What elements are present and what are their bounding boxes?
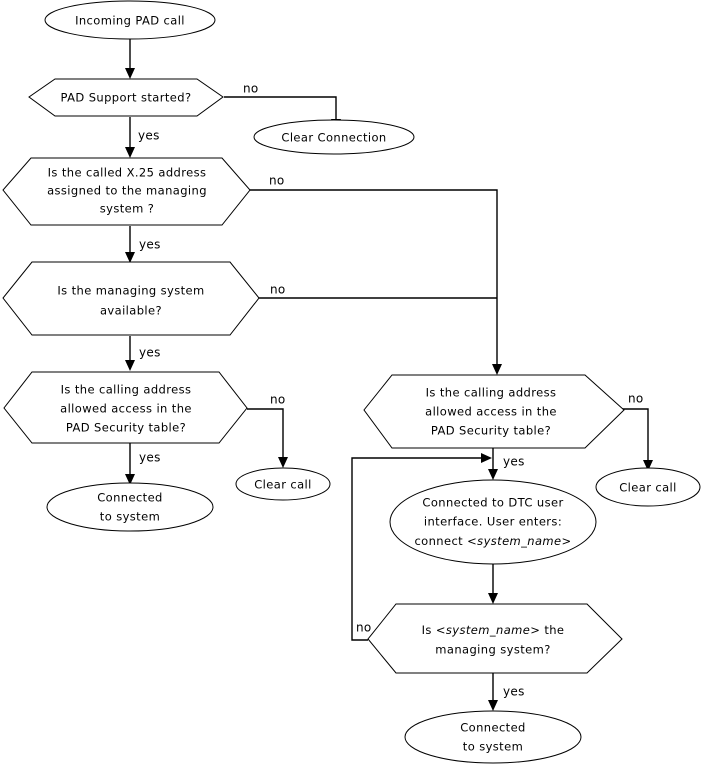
security-left-line-2: allowed access in the (60, 402, 192, 416)
called-address-line-3: system ? (100, 202, 155, 216)
connected-left-line-2: to system (100, 510, 160, 524)
edge-called-address-no (250, 189, 498, 368)
connected-dtc-line-2: interface. User enters: (424, 515, 562, 529)
label-called-address-yes: yes (139, 238, 161, 252)
pad-support-label: PAD Support started? (61, 91, 192, 105)
clear-connection-label: Clear Connection (281, 131, 386, 145)
connector-layer (125, 39, 653, 711)
called-address-hexagon (2, 157, 251, 226)
label-security-left-yes: yes (139, 451, 161, 465)
arrowhead-security-right (492, 364, 502, 375)
node-is-system-name-managing[interactable]: Is <system_name> the managing system? (367, 603, 623, 674)
arrowhead-connected-bottom (488, 700, 498, 711)
clear-call-right-label: Clear call (619, 481, 677, 495)
system-name-hexagon (367, 603, 623, 674)
label-called-address-no: no (269, 174, 285, 188)
security-right-line-3: PAD Security table? (431, 424, 551, 438)
node-managing-system-available[interactable]: Is the managing system available? (2, 261, 260, 336)
node-clear-call-left[interactable]: Clear call (235, 467, 331, 501)
label-pad-support-no: no (243, 82, 259, 96)
start-ellipse (44, 0, 216, 40)
connected-bottom-ellipse (404, 710, 582, 764)
node-connected-to-system-left[interactable]: Connected to system (46, 482, 214, 532)
connected-dtc-line-1: Connected to DTC user (422, 496, 563, 510)
arrowhead-security-left (125, 360, 135, 371)
arrowhead-pad-support (125, 68, 135, 79)
arrowhead-connected-dtc (488, 469, 498, 480)
edge-security-left-no (247, 408, 284, 461)
arrowhead-clear-call-right (643, 460, 653, 471)
node-security-table-right[interactable]: Is the calling address allowed access in… (363, 374, 625, 449)
edge-security-right-no (612, 408, 649, 464)
label-managing-available-yes: yes (139, 346, 161, 360)
connected-dtc-line-3: connect <system_name> (414, 534, 571, 548)
security-left-line-1: Is the calling address (61, 383, 192, 397)
label-managing-available-no: no (270, 283, 286, 297)
managing-available-line-2: available? (100, 304, 162, 318)
called-address-line-1: Is the called X.25 address (48, 166, 207, 180)
node-clear-call-right[interactable]: Clear call (595, 467, 701, 507)
connected-dtc-ellipse (389, 479, 597, 565)
security-left-line-3: PAD Security table? (66, 421, 186, 435)
security-right-hexagon (363, 374, 625, 449)
connected-bottom-line-1: Connected (460, 721, 526, 735)
node-start-incoming-call[interactable]: Incoming PAD call (44, 0, 216, 40)
label-security-left-no: no (270, 393, 286, 407)
pad-support-hexagon (28, 78, 224, 117)
managing-available-line-1: Is the managing system (57, 284, 204, 298)
node-called-address-assigned[interactable]: Is the called X.25 address assigned to t… (2, 157, 251, 226)
node-connected-to-system-bottom[interactable]: Connected to system (404, 710, 582, 764)
label-pad-support-yes: yes (138, 129, 160, 143)
node-connected-to-dtc[interactable]: Connected to DTC user interface. User en… (389, 479, 597, 565)
connected-left-line-1: Connected (97, 491, 163, 505)
start-label: Incoming PAD call (75, 14, 185, 28)
system-name-line-1: Is <system_name> the (422, 623, 565, 637)
arrowhead-clear-call-left (278, 457, 288, 468)
node-security-table-left[interactable]: Is the calling address allowed access in… (3, 371, 248, 444)
node-clear-connection[interactable]: Clear Connection (253, 119, 415, 155)
arrowhead-connected-left (125, 474, 135, 485)
managing-available-hexagon (2, 261, 260, 336)
node-pad-support-started[interactable]: PAD Support started? (28, 78, 224, 117)
system-name-line-2: managing system? (435, 643, 550, 657)
security-left-hexagon (3, 371, 248, 444)
edge-pad-support-no (224, 96, 337, 123)
arrowhead-called-address (125, 147, 135, 158)
clear-connection-ellipse (253, 119, 415, 155)
label-security-right-yes: yes (503, 455, 525, 469)
clear-call-left-label: Clear call (254, 478, 312, 492)
label-security-right-no: no (628, 392, 644, 406)
arrowhead-managing-available (125, 252, 135, 263)
edge-system-name-no-feedback (351, 457, 482, 641)
security-right-line-2: allowed access in the (425, 405, 557, 419)
label-system-name-no: no (356, 621, 372, 635)
clear-call-left-ellipse (235, 467, 331, 501)
arrowhead-system-name (488, 593, 498, 604)
connected-bottom-line-2: to system (463, 740, 523, 754)
arrowhead-feedback-join (481, 453, 492, 463)
label-system-name-yes: yes (503, 685, 525, 699)
connected-left-ellipse (46, 482, 214, 532)
edge-label-layer: no yes no yes no yes no yes no yes no ye… (138, 82, 644, 699)
called-address-line-2: assigned to the managing (47, 184, 207, 198)
clear-call-right-ellipse (595, 467, 701, 507)
security-right-line-1: Is the calling address (426, 386, 557, 400)
